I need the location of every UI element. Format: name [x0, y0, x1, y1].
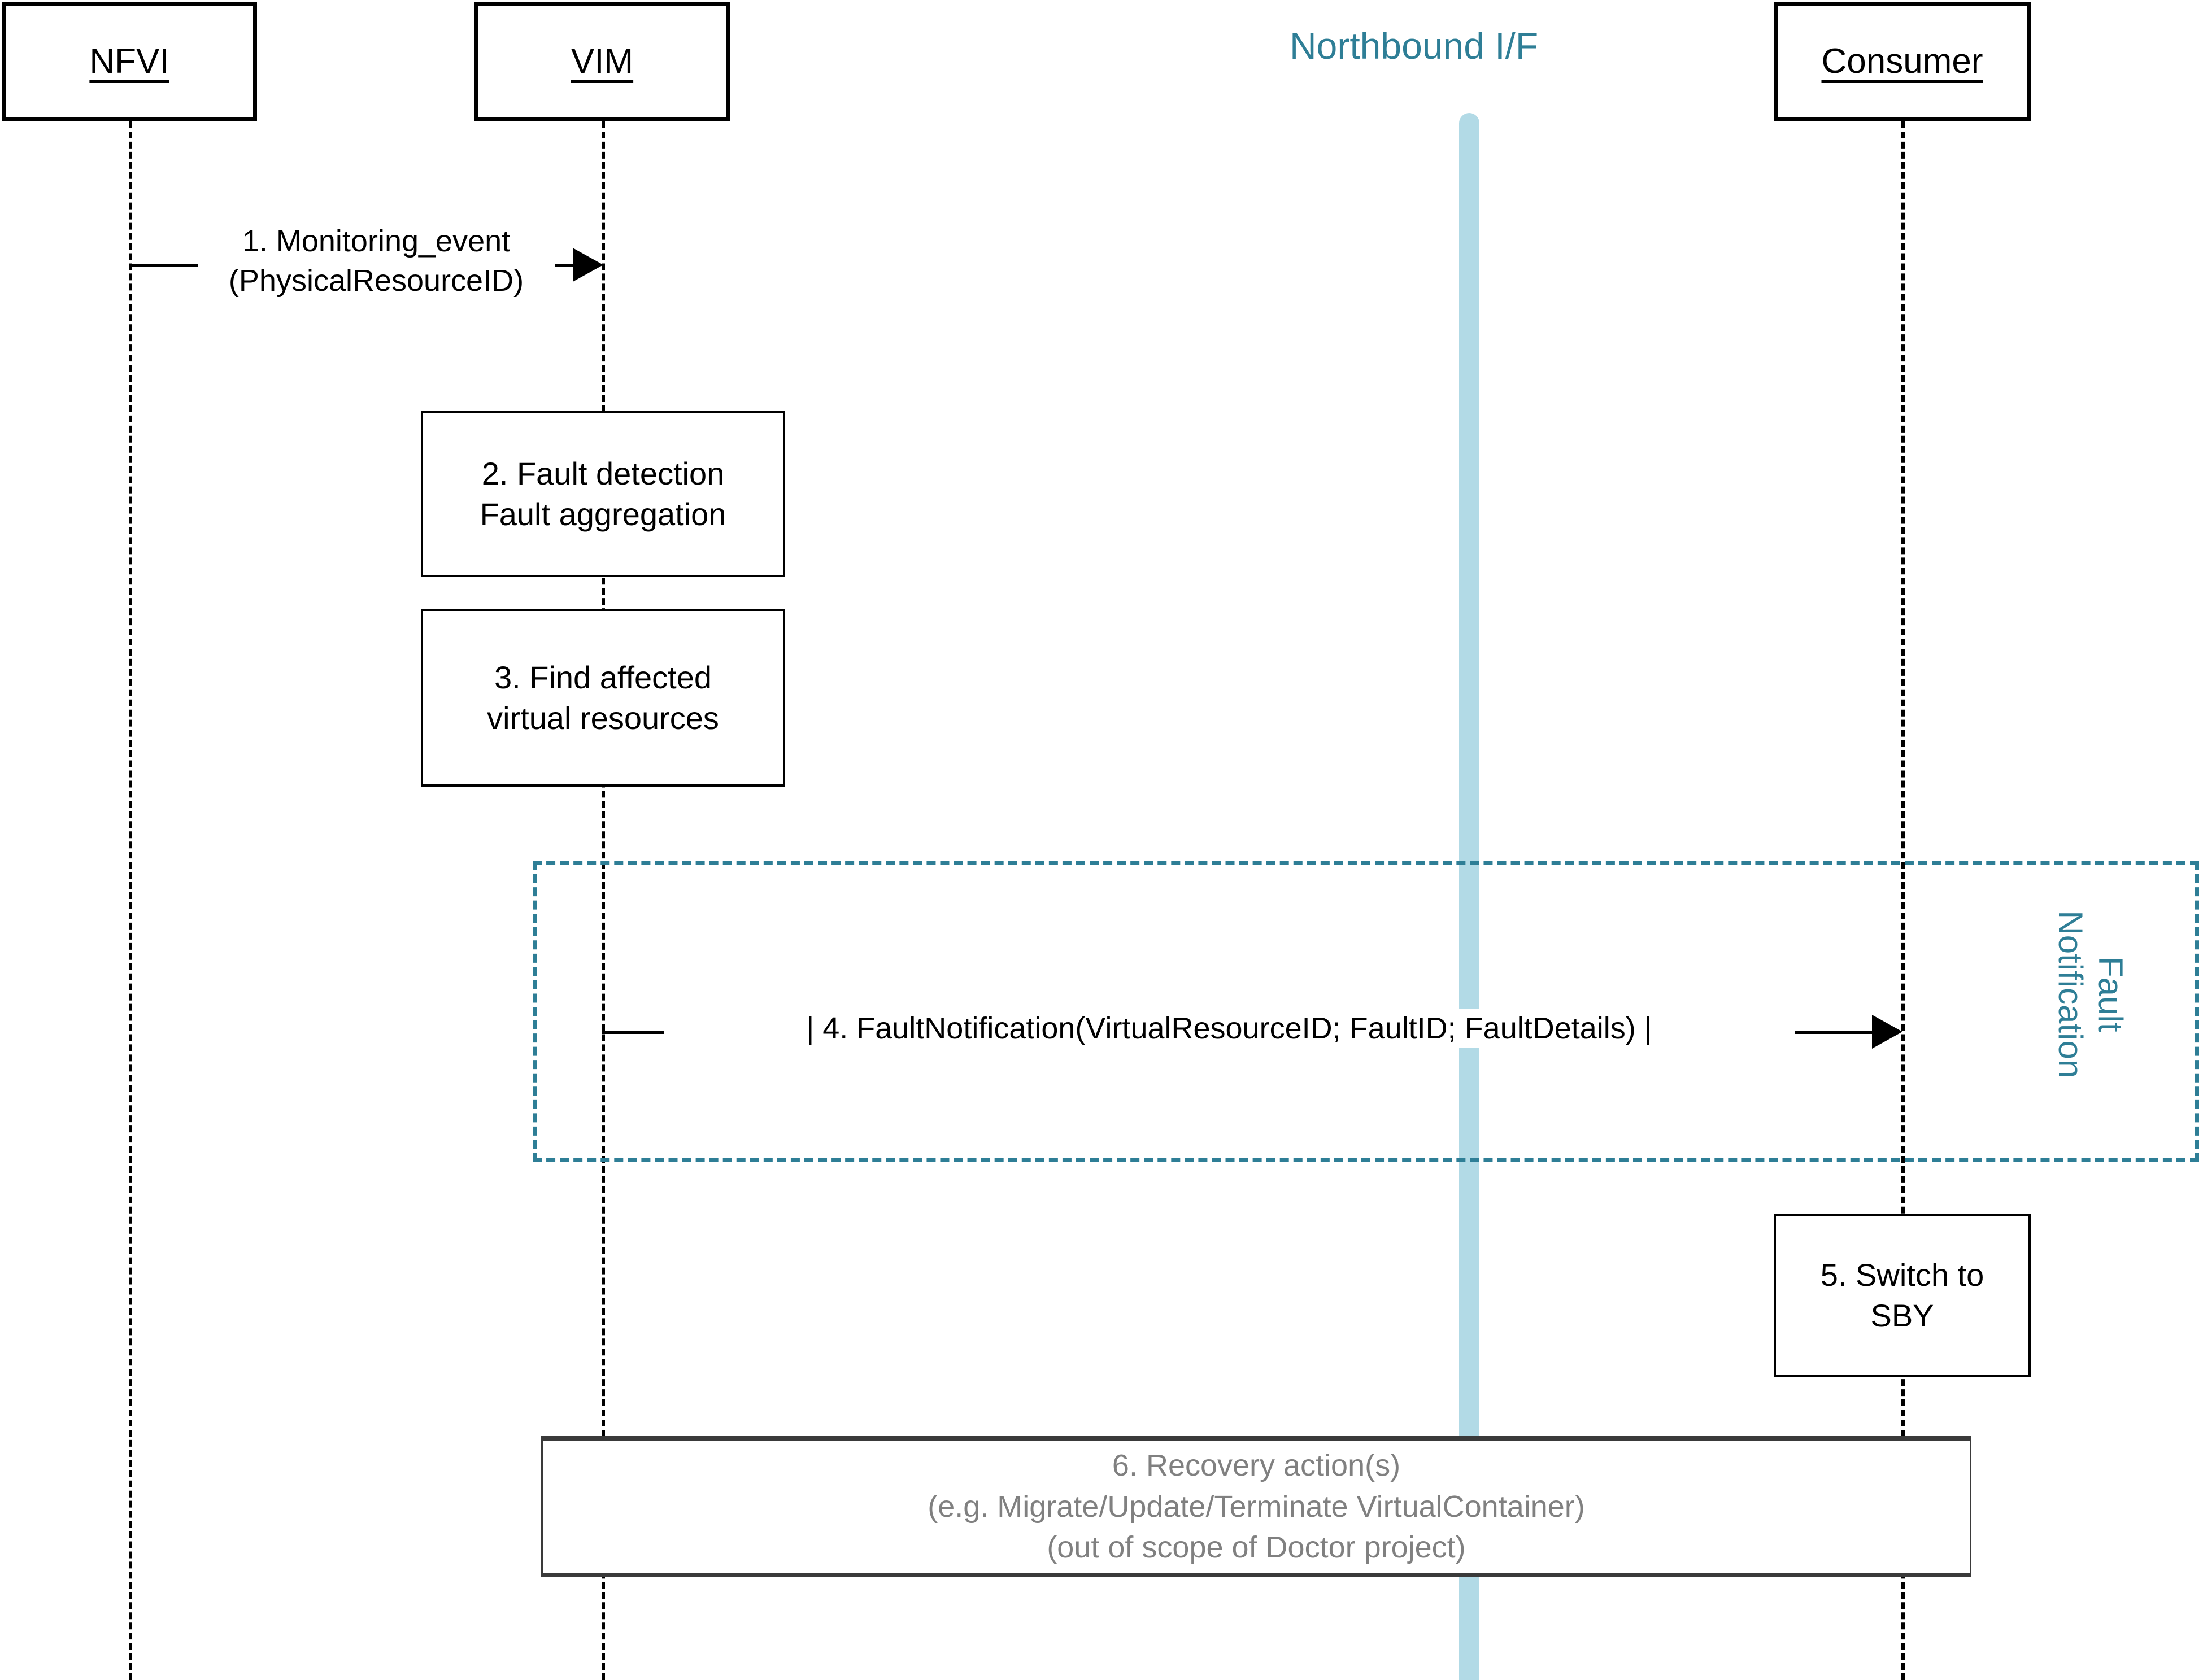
lifeline-dash-nfvi	[129, 121, 132, 1680]
northbound-interface-title: Northbound I/F	[1290, 25, 1539, 67]
activity-2-line1: 2. Fault detection	[481, 455, 725, 491]
message-label-1-line1: 1. Monitoring_event	[242, 224, 511, 258]
lifeline-box-nfvi[interactable]: NFVI	[2, 2, 257, 121]
activity-box-fault-detection[interactable]: 2. Fault detection Fault aggregation	[421, 411, 785, 577]
message-arrowhead-1	[573, 248, 603, 282]
lifeline-box-consumer[interactable]: Consumer	[1774, 2, 2031, 121]
fragment-label-fault-notification: Fault Notification	[2050, 898, 2130, 1090]
message-label-1-line2: (PhysicalResourceID)	[228, 264, 524, 298]
recovery-action-box[interactable]: 6. Recovery action(s) (e.g. Migrate/Upda…	[541, 1436, 1971, 1577]
activity-5-line1: 5. Switch to	[1820, 1257, 1984, 1293]
northbound-interface-bar	[1459, 113, 1479, 1680]
activity-3-line2: virtual resources	[487, 700, 719, 736]
message-label-4: | 4. FaultNotification(VirtualResourceID…	[664, 1009, 1795, 1049]
lifeline-label-vim: VIM	[571, 42, 634, 81]
lifeline-label-nfvi: NFVI	[89, 42, 169, 81]
lifeline-box-vim[interactable]: VIM	[474, 2, 730, 121]
lifeline-dash-consumer	[1901, 121, 1905, 1680]
recovery-line3: (out of scope of Doctor project)	[1047, 1530, 1466, 1565]
recovery-line1: 6. Recovery action(s)	[1112, 1448, 1401, 1483]
activity-2-line2: Fault aggregation	[480, 496, 726, 532]
message-arrowhead-4	[1872, 1015, 1902, 1049]
message-label-1: 1. Monitoring_event (PhysicalResourceID)	[198, 221, 555, 301]
fragment-label-line2: Notification	[2052, 910, 2089, 1079]
lifeline-label-consumer: Consumer	[1821, 42, 1983, 81]
fragment-label-line1: Fault	[2091, 957, 2130, 1032]
recovery-line2: (e.g. Migrate/Update/Terminate VirtualCo…	[928, 1489, 1585, 1524]
activity-box-switch-to-sby[interactable]: 5. Switch to SBY	[1774, 1214, 2031, 1377]
message-label-4-line1: | 4. FaultNotification(VirtualResourceID…	[806, 1011, 1652, 1045]
fragment-fault-notification[interactable]	[533, 861, 2199, 1162]
activity-5-line2: SBY	[1870, 1298, 1934, 1333]
lifeline-dash-vim	[602, 121, 605, 1680]
activity-box-find-affected-resources[interactable]: 3. Find affected virtual resources	[421, 609, 785, 787]
activity-3-line1: 3. Find affected	[494, 659, 712, 695]
